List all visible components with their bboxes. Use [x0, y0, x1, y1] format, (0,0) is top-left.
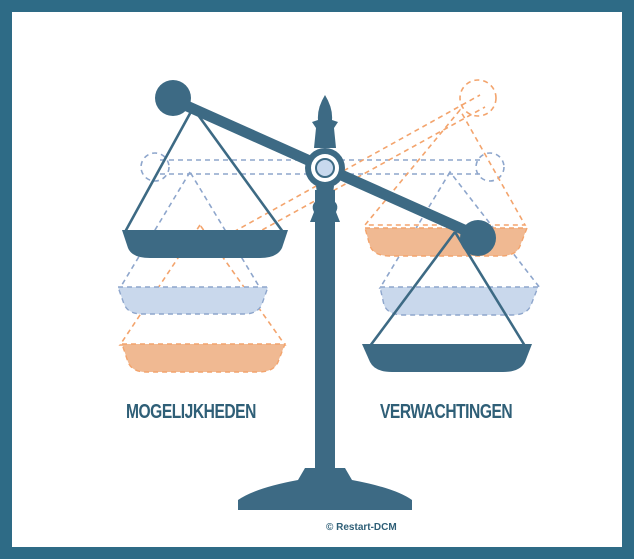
beam-knob-right	[460, 220, 496, 256]
scale-base	[238, 468, 412, 510]
beam-knob-left	[155, 80, 191, 116]
ghost-pan-left-orange	[121, 343, 287, 373]
label-mogelijkheden: MOGELIJKHEDEN	[126, 400, 256, 422]
copyright-credit: © Restart-DCM	[326, 522, 397, 533]
right-pan-strings	[368, 231, 527, 347]
scale-finial	[312, 95, 338, 148]
ghost-pan-left-blue	[117, 286, 269, 315]
ghost-pan-right-blue	[379, 286, 540, 316]
balance-scale	[122, 80, 532, 510]
scale-post	[315, 190, 335, 470]
right-pan	[362, 344, 532, 372]
label-verwachtingen: VERWACHTINGEN	[380, 400, 512, 422]
pivot-hub-center	[315, 158, 335, 178]
left-pan-strings	[123, 107, 285, 233]
scale-post-ornament	[310, 186, 340, 222]
left-pan	[122, 230, 288, 258]
